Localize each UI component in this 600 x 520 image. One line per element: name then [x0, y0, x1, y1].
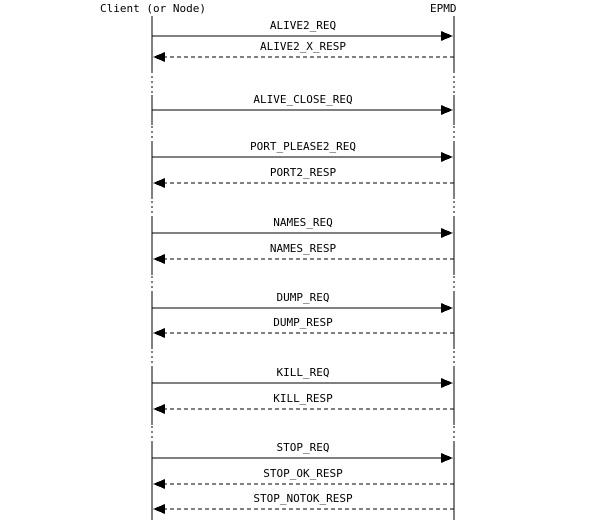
message-label-kill-resp: KILL_RESP: [273, 392, 333, 405]
lifeline-header-epmd: EPMD: [430, 2, 457, 15]
messages-layer: [152, 31, 454, 514]
message-7: [152, 303, 453, 313]
message-arrowhead-3: [441, 152, 453, 162]
message-arrowhead-12: [153, 479, 165, 489]
message-5: [152, 228, 453, 238]
message-label-alive2-req: ALIVE2_REQ: [269, 19, 337, 32]
message-arrowhead-6: [153, 254, 165, 264]
message-10: [153, 404, 454, 414]
message-12: [153, 479, 454, 489]
message-label-kill-req: KILL_REQ: [276, 366, 330, 379]
message-arrowhead-8: [153, 328, 165, 338]
message-arrowhead-1: [153, 52, 165, 62]
message-label-dump-resp: DUMP_RESP: [273, 316, 333, 329]
message-arrowhead-4: [153, 178, 165, 188]
message-label-dump-req: DUMP_REQ: [276, 291, 330, 304]
message-6: [153, 254, 454, 264]
message-arrowhead-0: [441, 31, 453, 41]
message-label-stop-req: STOP_REQ: [276, 441, 330, 454]
message-arrowhead-11: [441, 453, 453, 463]
message-3: [152, 152, 453, 162]
lifeline-header-client: Client (or Node): [100, 2, 206, 15]
message-arrowhead-2: [441, 105, 453, 115]
message-8: [153, 328, 454, 338]
message-11: [152, 453, 453, 463]
message-label-port-please2-req: PORT_PLEASE2_REQ: [250, 140, 356, 153]
lifelines-layer: [151, 16, 455, 520]
message-label-names-req: NAMES_REQ: [273, 216, 333, 229]
message-4: [153, 178, 454, 188]
message-arrowhead-9: [441, 378, 453, 388]
message-arrowhead-7: [441, 303, 453, 313]
message-label-port2-resp: PORT2_RESP: [269, 166, 337, 179]
message-label-alive2-x-resp: ALIVE2_X_RESP: [259, 40, 347, 53]
message-label-stop-ok-resp: STOP_OK_RESP: [263, 467, 343, 480]
message-2: [152, 105, 453, 115]
message-label-alive-close-req: ALIVE_CLOSE_REQ: [253, 93, 353, 106]
message-arrowhead-13: [153, 504, 165, 514]
message-1: [153, 52, 454, 62]
message-arrowhead-5: [441, 228, 453, 238]
message-label-stop-notok-resp: STOP_NOTOK_RESP: [253, 492, 353, 505]
message-9: [152, 378, 453, 388]
message-0: [152, 31, 453, 41]
message-13: [153, 504, 454, 514]
message-label-names-resp: NAMES_RESP: [269, 242, 337, 255]
message-arrowhead-10: [153, 404, 165, 414]
